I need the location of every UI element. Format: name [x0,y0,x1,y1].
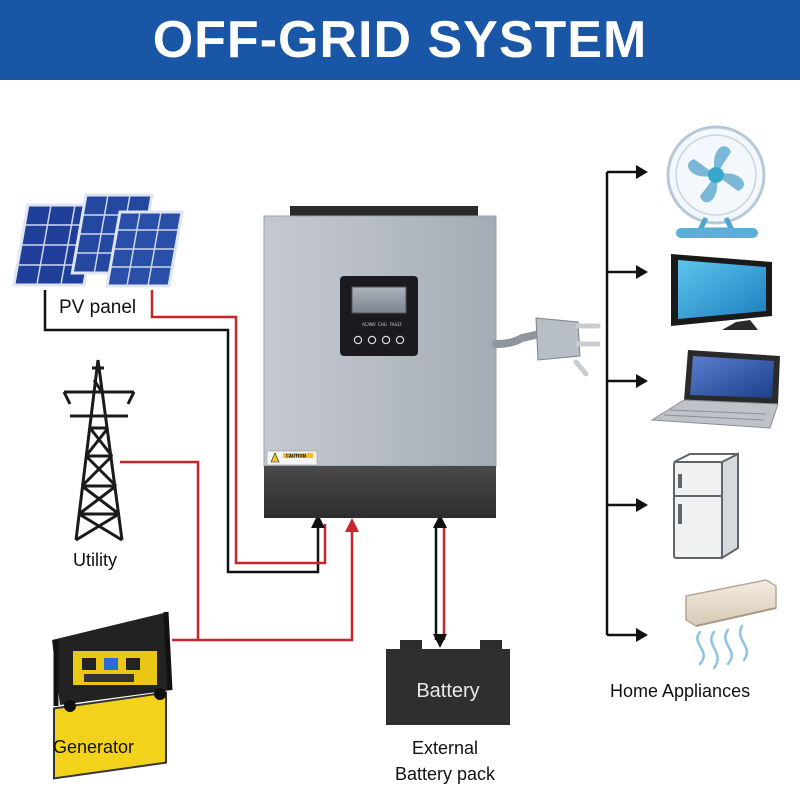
panel-button-3 [381,335,391,345]
battery-arrow-up [433,514,447,528]
page-title: OFF-GRID SYSTEM [152,11,648,69]
utility-label: Utility [73,550,117,570]
battery-label: Battery [416,680,479,702]
fridge-arrow [636,498,648,512]
fan-arrow [636,165,648,179]
air-conditioner-icon [685,579,777,670]
battery-arrow-down [433,634,447,648]
status-label-fault: FAULT [390,322,402,327]
external-battery-pack-label: External Battery pack [370,735,520,787]
laptop-icon [650,350,780,429]
wiring [43,170,636,642]
panel-button-1 [353,335,363,345]
battery-caption-line1: External [411,738,479,758]
utility-red-wire [120,460,200,640]
laptop-arrow [636,374,648,388]
home-appliances-label: Home Appliances [610,681,751,701]
panel-button-2 [367,335,377,345]
status-label-ac: AC/INV [362,322,376,327]
arrowheads [311,165,648,648]
title-banner: OFF-GRID SYSTEM [0,0,800,80]
fan-icon [666,125,766,238]
caution-text: CAUTION [286,454,306,459]
pv-panel-label: PV panel [59,297,137,318]
status-label-chg: CHG [378,322,387,327]
pv-red-wire [150,290,327,565]
output-cable [492,330,544,348]
refrigerator-icon [673,452,739,560]
pv-arrow-black [311,514,325,528]
inverter-mount-bracket [290,206,478,218]
pv-arrow-red [345,518,359,532]
ac-plug-icon [535,317,601,377]
warning-triangle-icon [270,452,280,463]
battery-icon: Battery [386,640,510,725]
generator-label: Generator [53,737,135,757]
generator-red-wire [172,530,354,642]
utility-tower-icon [62,359,136,542]
battery-caption-line2: Battery pack [394,764,496,784]
panel-button-4 [395,335,405,345]
ac-arrow [636,628,648,642]
tv-arrow [636,265,648,279]
inverter-lcd-screen [351,286,407,314]
tv-icon [671,254,772,330]
solar-panel-icon [12,193,184,288]
inverter-unit: AC/INV CHG FAULT CAUTION [263,206,601,518]
generator-icon [52,611,173,780]
inverter-base [264,466,496,518]
